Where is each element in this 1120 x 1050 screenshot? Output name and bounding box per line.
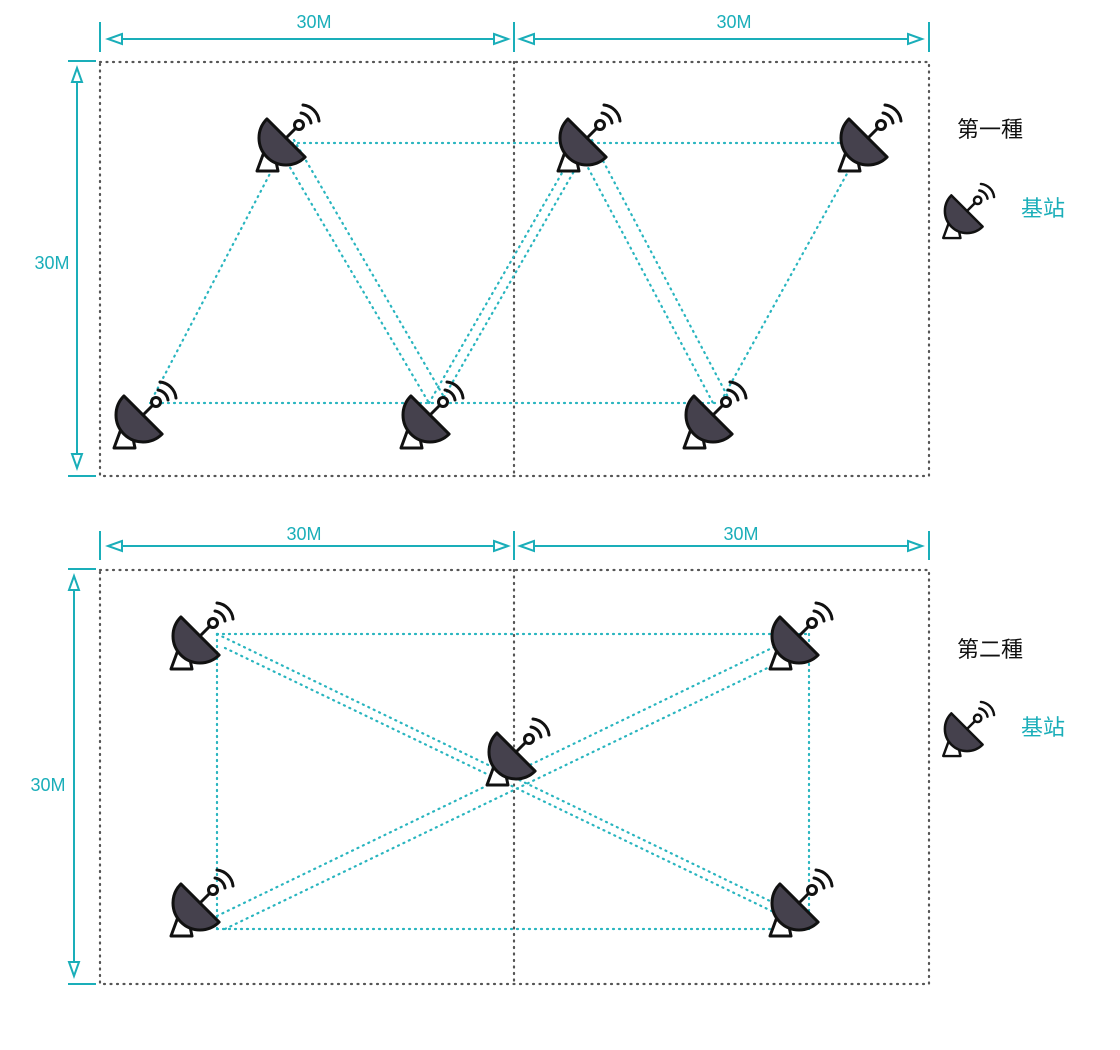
width-label-right: 30M	[716, 12, 751, 32]
satellite-dish-icon	[934, 182, 996, 244]
width-label-right: 30M	[723, 524, 758, 544]
height-dimension	[68, 60, 96, 477]
height-label: 30M	[30, 775, 65, 795]
legend-title: 第二種	[957, 638, 1023, 663]
legend-icon	[934, 182, 996, 244]
satellite-dish-icon	[673, 380, 748, 455]
satellite-dish-icon	[934, 700, 996, 762]
connection-lines	[215, 632, 811, 931]
satellite-dish-icon	[759, 868, 834, 943]
width-dimension	[99, 22, 930, 52]
height-dimension	[67, 568, 96, 985]
satellite-dish-icon	[160, 601, 235, 676]
grid-frame	[98, 60, 931, 478]
satellite-dish-icon	[476, 717, 551, 792]
legend-label: 基站	[1021, 716, 1065, 741]
diagram-1: 30M 30M 30M	[34, 12, 1065, 478]
legend-icon	[934, 700, 996, 762]
satellite-dish-icon	[160, 868, 235, 943]
width-dimension	[99, 531, 930, 560]
width-label-left: 30M	[286, 524, 321, 544]
legend-title: 第一種	[957, 118, 1023, 143]
satellite-dish-icon	[103, 380, 178, 455]
diagram-2: 30M 30M 30M	[30, 524, 1065, 986]
height-label: 30M	[34, 253, 69, 273]
satellite-dish-icon	[547, 103, 622, 178]
connection-lines	[148, 138, 866, 405]
legend-label: 基站	[1021, 197, 1065, 222]
width-label-left: 30M	[296, 12, 331, 32]
satellite-dish-icon	[390, 380, 465, 455]
satellite-dish-icon	[828, 103, 903, 178]
satellite-dish-icon	[759, 601, 834, 676]
